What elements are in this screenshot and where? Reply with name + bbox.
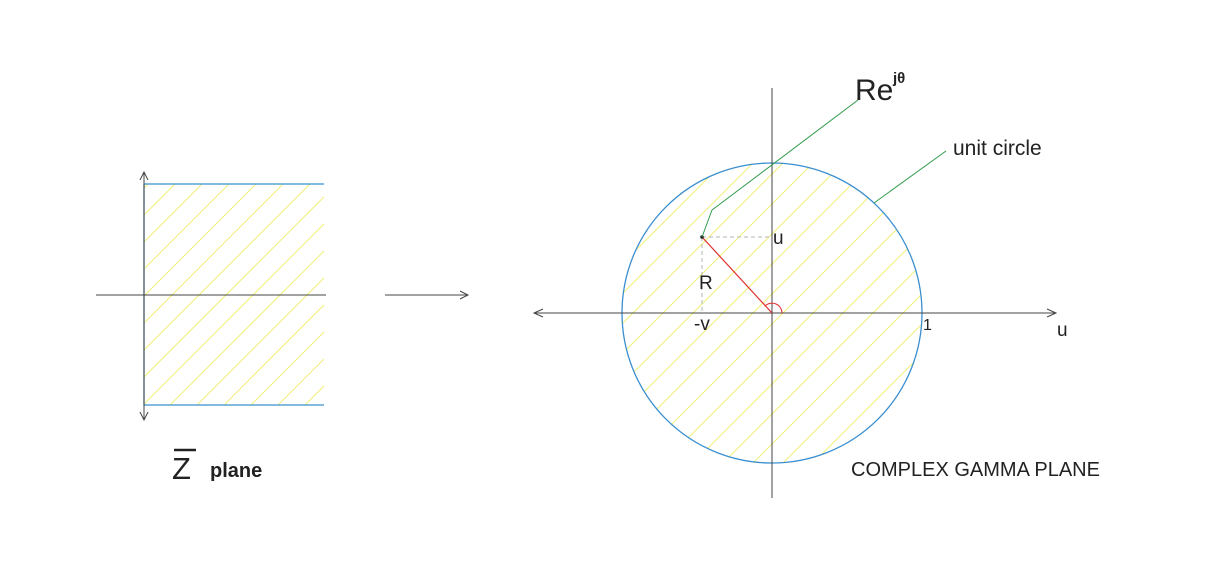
gamma-plane [532,88,1058,498]
strip-hatch-line [250,331,324,405]
z-plane-strip [96,170,326,422]
radius-line [701,236,773,314]
radius-label: R [699,273,713,294]
strip-hatch-line [277,358,324,405]
angle-arc [764,302,783,314]
disk-hatch-line [779,163,922,463]
strip-hatch-line [223,304,324,405]
z-plane-letter: Z [172,451,191,486]
point-u-label: u [773,228,784,249]
gamma-axis-left-arrowhead [532,308,544,318]
gamma-plane-title: COMPLEX GAMMA PLANE [851,459,1100,481]
strip-hatch-line [144,184,203,243]
re-exponent-label: jθ [892,70,905,87]
disk-hatch-line [809,163,922,463]
mapping-arrow [385,290,470,300]
disk-hatch-line [622,163,727,463]
point-v-label: -v [694,314,710,335]
unit-circle-leader-line [873,150,947,204]
axis-u-label: u [1057,320,1068,341]
re-base-label: Re [855,74,893,107]
z-axis-up-arrowhead [139,170,149,181]
strip-hatch-line [144,184,230,270]
z-axis-down-arrowhead [139,411,149,422]
axis-one-label: 1 [923,317,932,334]
unit-circle-label: unit circle [953,137,1042,160]
disk-hatch-line [622,163,757,463]
re-leader-line [701,99,859,238]
z-plane-word: plane [210,460,262,482]
gamma-axis-right-arrowhead [1046,308,1058,318]
